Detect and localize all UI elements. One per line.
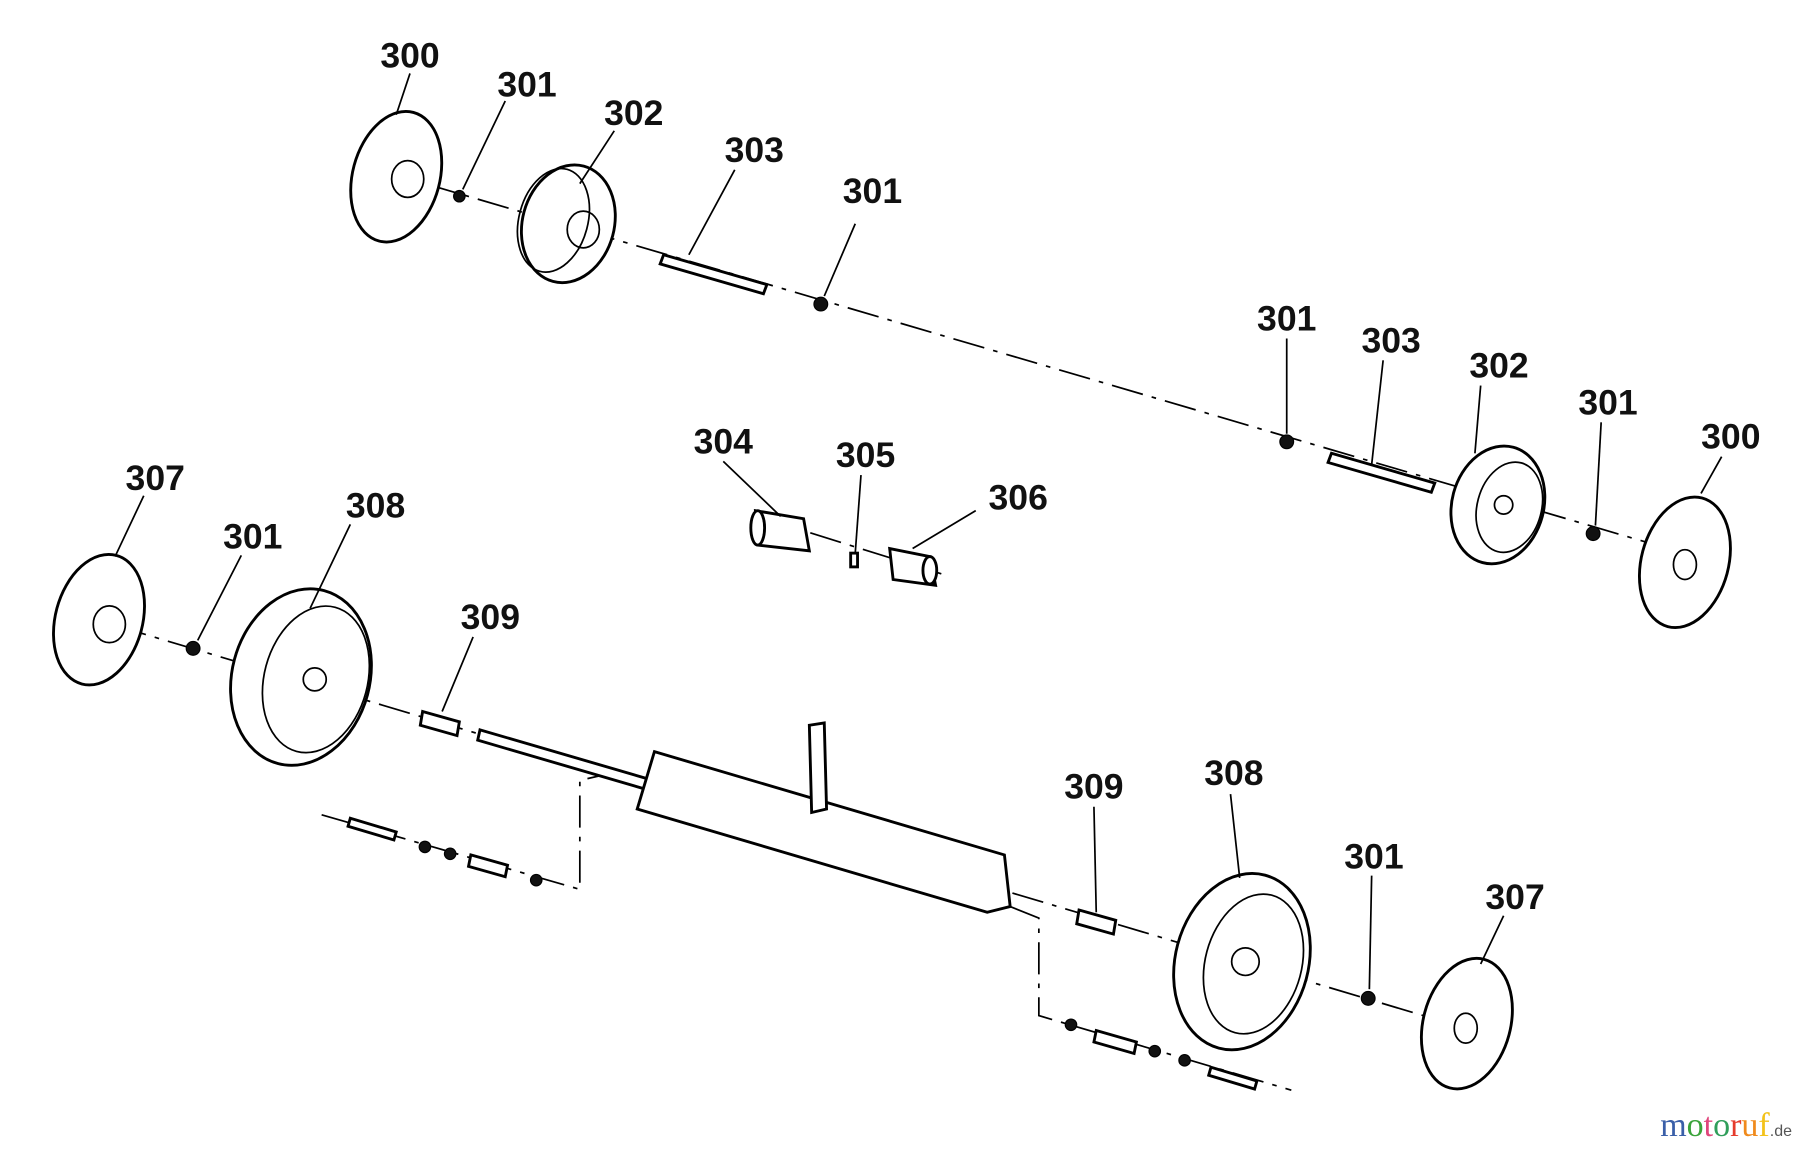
- washer-301: [185, 640, 201, 656]
- watermark-letter: f: [1758, 1107, 1770, 1144]
- callout-301: 301: [1257, 298, 1316, 338]
- right-hardware-axis: [1009, 905, 1292, 1092]
- callout-307: 307: [1485, 877, 1544, 917]
- watermark-logo: motoruf.de: [1660, 1107, 1792, 1145]
- callout-301: 301: [497, 64, 556, 104]
- watermark-letter: o: [1713, 1107, 1731, 1144]
- bolt-set-left: [346, 816, 543, 887]
- hub-cap-300-right: [1637, 495, 1732, 630]
- watermark-letter: m: [1660, 1107, 1687, 1144]
- callout-labels: 300 301 302 303 301 301 303 302 301 300 …: [126, 36, 1761, 917]
- axle-303-right: [1326, 451, 1437, 495]
- hub-cap-307-left: [52, 552, 146, 687]
- callout-308: 308: [1204, 753, 1263, 793]
- callout-309: 309: [1064, 767, 1123, 807]
- callout-301: 301: [1344, 837, 1403, 877]
- callout-303: 303: [1361, 320, 1420, 360]
- callout-303: 303: [725, 130, 784, 170]
- callout-300: 300: [380, 36, 439, 76]
- spring-305: [849, 551, 859, 569]
- wheel-308-left: [229, 587, 373, 767]
- callout-301: 301: [223, 517, 282, 557]
- callout-309: 309: [461, 597, 520, 637]
- watermark-brand: motoruf: [1660, 1107, 1770, 1144]
- spacer-309-right: [1075, 908, 1118, 936]
- spacer-309-left: [418, 709, 461, 738]
- callout-300: 300: [1701, 417, 1760, 457]
- leader-lines: [114, 73, 1723, 990]
- washer-301: [1585, 526, 1601, 542]
- bracket-304: [749, 508, 812, 553]
- hub-cap-300-left: [349, 110, 444, 244]
- washer-301: [1279, 434, 1295, 450]
- hub-cap-307-right: [1419, 956, 1514, 1091]
- watermark-tld: .de: [1769, 1123, 1792, 1140]
- callout-302: 302: [604, 93, 663, 133]
- wheel-308-right: [1172, 872, 1312, 1052]
- washer-301: [813, 296, 829, 312]
- watermark-letter: r: [1730, 1107, 1742, 1144]
- watermark-letter: o: [1686, 1107, 1704, 1144]
- callout-304: 304: [694, 421, 754, 461]
- watermark-letter: t: [1703, 1107, 1714, 1144]
- bolt-set-right: [1064, 1018, 1259, 1091]
- wheel-302-right: [1449, 444, 1547, 566]
- callout-308: 308: [346, 486, 405, 526]
- callout-301: 301: [1578, 382, 1637, 422]
- watermark-letter: u: [1741, 1107, 1759, 1144]
- rear-axle-frame: [476, 721, 1012, 914]
- axle-303-left: [658, 253, 769, 296]
- callout-305: 305: [836, 435, 895, 475]
- washer-301: [1360, 990, 1376, 1006]
- callout-307: 307: [126, 458, 185, 498]
- wheel-302-left: [516, 163, 617, 285]
- callout-302: 302: [1469, 346, 1528, 386]
- washer-301: [453, 189, 466, 203]
- bracket-306: [888, 546, 939, 587]
- callout-306: 306: [989, 478, 1048, 518]
- callout-301: 301: [843, 171, 902, 211]
